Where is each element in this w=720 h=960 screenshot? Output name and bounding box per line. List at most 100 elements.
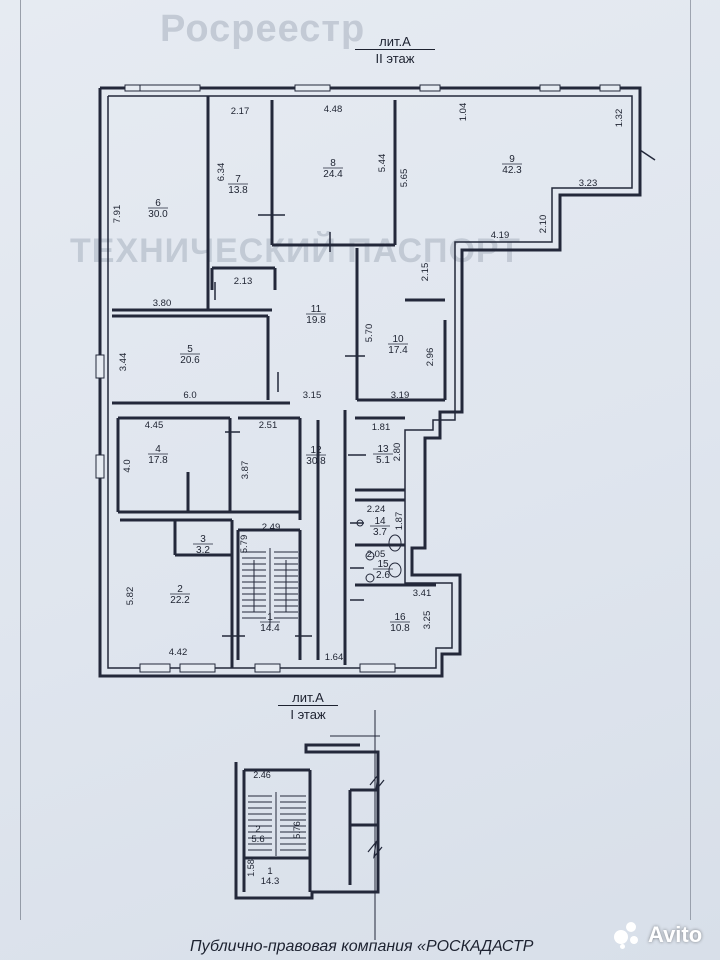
floor1-room-number-2: 2 [255, 824, 260, 835]
avito-watermark: Avito [612, 918, 702, 952]
dimension-label-16: 3.44 [118, 353, 129, 372]
room-area-3: 3.2 [196, 545, 210, 556]
dimension-label-30: 2.05 [367, 549, 386, 560]
room-area-14: 3.7 [373, 527, 387, 538]
window-bottom-1 [179, 663, 216, 673]
dimension-label-32: 3.41 [413, 588, 432, 599]
room-number-5: 5 [187, 344, 193, 355]
window-bottom-2 [254, 663, 281, 673]
room-area-4: 17.8 [148, 455, 168, 466]
floor1-dimension-1: 5.76 [292, 821, 302, 839]
dimension-label-33: 3.25 [422, 611, 433, 630]
outer-wall-inner [107, 95, 633, 669]
dimension-label-24: 4.0 [122, 459, 133, 472]
frame-line-left [20, 0, 21, 920]
window-top-4 [539, 84, 561, 92]
room-area-1: 14.4 [260, 623, 280, 634]
dimension-label-3: 1.32 [614, 109, 625, 128]
room-area-2: 22.2 [170, 595, 190, 606]
room-number-6: 6 [155, 198, 161, 209]
dimension-label-6: 5.65 [399, 169, 410, 188]
room-area-16: 10.8 [390, 623, 410, 634]
room-area-9: 42.3 [502, 165, 522, 176]
dimension-label-14: 5.70 [364, 324, 375, 343]
room-number-15: 15 [377, 559, 389, 570]
dimension-label-25: 3.87 [240, 461, 251, 480]
room-area-11: 19.8 [306, 315, 326, 326]
avito-logo-icon [612, 920, 642, 950]
window-top-1 [139, 84, 201, 92]
window-left-1 [95, 454, 105, 479]
outer-wall [98, 86, 642, 678]
room-number-3: 3 [200, 534, 206, 545]
footer-caption: Публично-правовая компания «РОСКАДАСТР [190, 938, 534, 955]
dimension-label-31: 5.82 [125, 587, 136, 606]
floor2-doors [214, 149, 656, 637]
floor2-fixtures [356, 519, 402, 583]
dimension-label-15: 2.96 [425, 348, 436, 367]
window-bottom-0 [139, 663, 171, 673]
dimension-label-11: 2.15 [420, 263, 431, 282]
dimension-label-17: 6.0 [183, 390, 196, 401]
dimension-label-1: 4.48 [324, 104, 343, 115]
room-number-10: 10 [392, 334, 404, 345]
dimension-label-10: 4.19 [491, 230, 510, 241]
floor2-stairs [242, 548, 298, 628]
room-number-1: 1 [267, 612, 273, 623]
room-number-9: 9 [509, 154, 515, 165]
dimension-label-0: 2.17 [231, 106, 250, 117]
floor2-walls [98, 86, 642, 678]
floor2-floor: II этаж [355, 49, 435, 66]
room-number-13: 13 [377, 444, 389, 455]
floor2-windows [95, 84, 621, 673]
room-number-12: 12 [310, 445, 322, 456]
dimension-label-35: 1.64 [325, 652, 344, 663]
room-area-13: 5.1 [376, 455, 390, 466]
room-area-12: 30.8 [306, 456, 326, 467]
window-left-0 [95, 354, 105, 379]
room-number-7: 7 [235, 174, 241, 185]
floor1-walls [234, 710, 380, 940]
floor1-stairs [248, 792, 306, 856]
dimension-label-20: 4.45 [145, 420, 164, 431]
room-number-11: 11 [311, 304, 322, 315]
dimension-label-13: 3.80 [153, 298, 172, 309]
floor2-plan: 114.4222.233.2417.8520.6630.0713.8824.49… [95, 84, 656, 678]
floor1-room-number-1: 1 [267, 866, 272, 877]
window-bottom-3 [359, 663, 396, 673]
room-number-2: 2 [177, 584, 183, 595]
floor1-floor: I этаж [278, 705, 338, 722]
window-top-5 [599, 84, 621, 92]
room-area-8: 24.4 [323, 169, 343, 180]
room-area-7: 13.8 [228, 185, 248, 196]
floor1-labels: 114.325.62.465.761.58 [246, 770, 302, 887]
room-area-5: 20.6 [180, 355, 200, 366]
room-number-16: 16 [394, 612, 406, 623]
dimension-label-26: 2.24 [367, 504, 386, 515]
dimension-label-2: 1.04 [458, 103, 469, 122]
floor1-lit: лит.А [292, 690, 324, 705]
dimension-label-18: 3.15 [303, 390, 322, 401]
dimension-label-28: 5.79 [239, 535, 250, 554]
window-top-2 [294, 84, 331, 92]
room-area-10: 17.4 [388, 345, 408, 356]
room-number-8: 8 [330, 158, 336, 169]
dimension-label-19: 3.19 [391, 390, 410, 401]
floor1-break-marks [367, 772, 385, 860]
dimension-label-27: 1.87 [394, 512, 405, 531]
window-top-3 [419, 84, 441, 92]
dimension-label-7: 7.91 [112, 205, 123, 224]
avito-word: Avito [648, 922, 703, 947]
watermark-middle: ТЕХНИЧЕСКИЙ ПАСПОРТ [70, 232, 521, 270]
dimension-label-4: 6.34 [216, 163, 227, 182]
floor2-labels: 114.4222.233.2417.8520.6630.0713.8824.49… [112, 103, 625, 663]
floor1-dimension-0: 2.46 [253, 770, 271, 780]
dimension-label-22: 1.81 [372, 422, 391, 433]
dimension-label-23: 2.80 [392, 443, 403, 462]
dimension-label-9: 2.10 [538, 215, 549, 234]
floor1-dimension-2: 1.58 [246, 859, 256, 877]
floor1-title: лит.А I этаж [278, 690, 338, 722]
room-number-4: 4 [155, 444, 161, 455]
dimension-label-34: 4.42 [169, 647, 188, 658]
